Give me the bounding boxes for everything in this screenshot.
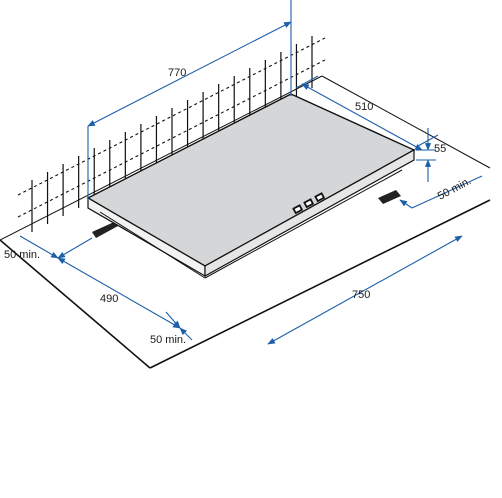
dim-clearance-left-label: 50 min. — [4, 249, 40, 261]
dim-clearance-right: 50 min. — [399, 175, 483, 209]
dim-clearance-left: 50 min. — [4, 235, 93, 261]
hob-front-side — [204, 148, 415, 278]
dim-cut-width-label: 750 — [352, 289, 370, 301]
dim-width-label: 770 — [168, 67, 186, 79]
knob-icon — [292, 204, 304, 215]
hob-base-left — [99, 211, 206, 279]
knob-icon — [314, 192, 326, 203]
dim-cut-depth-label: 490 — [100, 293, 118, 305]
dim-clearance-front-label: 50 min. — [150, 334, 186, 346]
dim-cut-width: 750 — [267, 235, 463, 345]
dim-height-label: 55 — [434, 143, 446, 155]
cutout-shadow-left — [92, 222, 118, 238]
hob-base-front — [204, 169, 403, 279]
dim-depth-label: 510 — [355, 101, 373, 113]
dim-depth: 510 — [295, 75, 439, 151]
dim-width: 770 — [87, 0, 292, 200]
dim-clearance-front: 50 min. — [150, 311, 193, 346]
knob-icon — [303, 198, 315, 209]
hob — [86, 93, 416, 279]
dim-clearance-right-label: 50 min. — [436, 175, 473, 203]
cutout-shadow-right — [378, 190, 401, 204]
dim-cut-depth: 490 — [57, 257, 181, 329]
dim-height: 55 — [416, 128, 446, 182]
control-knobs — [292, 192, 326, 215]
